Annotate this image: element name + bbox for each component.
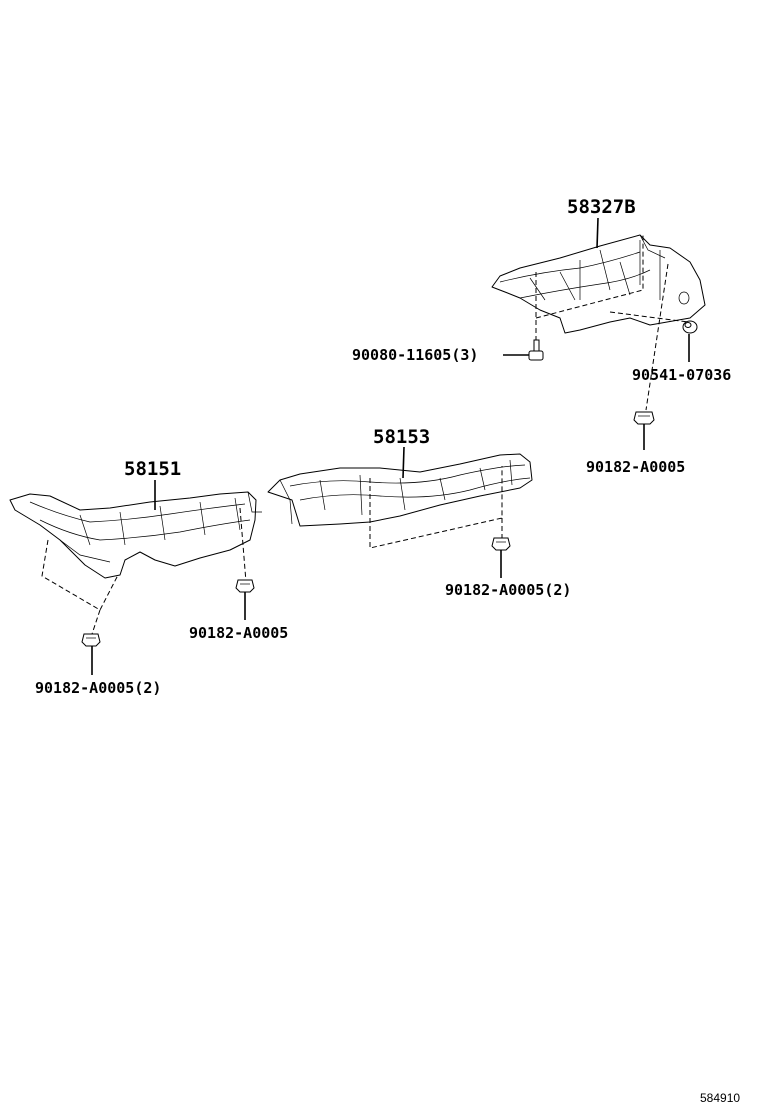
label-90182-a0005-center: 90182-A0005 [189,624,288,642]
label-90182-a0005-middle: 90182-A0005(2) [445,581,571,599]
nut-90541-07036-icon [682,320,698,334]
label-58151: 58151 [124,458,181,480]
label-58153: 58153 [373,426,430,448]
label-90182-a0005-left: 90182-A0005(2) [35,679,161,697]
leader-58153 [402,446,405,479]
heat-insulator-58151 [9,491,262,579]
diagram-ref-code: 584910 [700,1091,740,1105]
clip-90182-right-icon [633,411,655,425]
leader-58327b [596,217,599,249]
heat-insulator-58327b [491,234,706,334]
bolt-90080-11605-icon [528,339,544,361]
label-58327b: 58327B [567,196,636,218]
clip-90182-center-icon [235,579,255,593]
heat-insulator-58153 [267,453,533,527]
label-90182-a0005-right: 90182-A0005 [586,458,685,476]
label-90080-11605: 90080-11605(3) [352,346,478,364]
clip-90182-middle-icon [491,537,511,551]
label-90541-07036: 90541-07036 [632,366,731,384]
clip-90182-left-icon [81,633,101,647]
